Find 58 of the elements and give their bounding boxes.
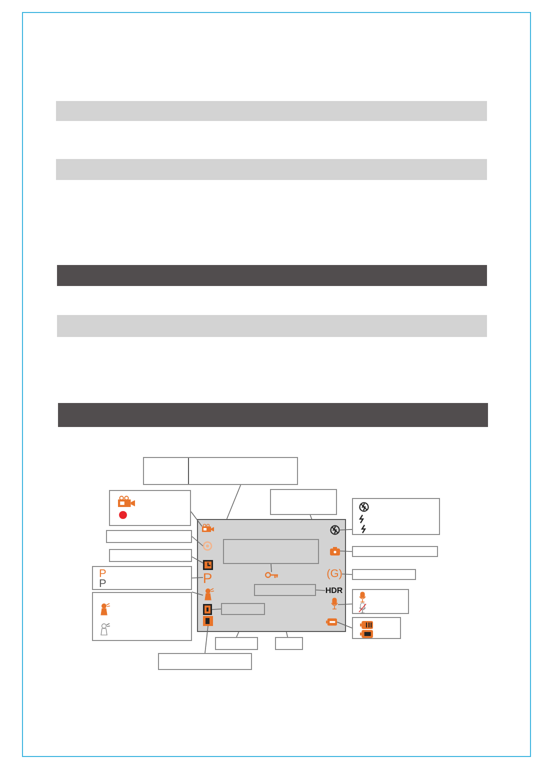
leader-line — [190, 511, 202, 527]
leader-line — [192, 536, 204, 546]
person-icon — [203, 588, 214, 600]
clock-icon — [203, 560, 213, 570]
leader-line — [340, 529, 352, 530]
leader-line — [340, 550, 352, 552]
camera-icon — [330, 546, 340, 556]
leader-line — [226, 484, 242, 520]
leader-line — [192, 592, 204, 596]
square-symbol-icon — [203, 604, 212, 615]
leader-line — [342, 574, 352, 575]
callout-box — [221, 603, 265, 615]
section-bar — [56, 101, 487, 121]
callout-box — [106, 530, 192, 543]
callout-box — [270, 489, 337, 515]
leader-line — [286, 632, 288, 638]
leader-line — [270, 564, 272, 572]
leader-line — [192, 577, 204, 578]
callout-box — [92, 566, 192, 590]
card-icon — [203, 616, 213, 626]
callout-box — [215, 637, 258, 650]
callout-box — [158, 653, 252, 670]
circle-symbol-icon — [203, 541, 212, 551]
section-bar — [56, 159, 487, 180]
status-symbol: P — [203, 571, 212, 584]
callout-box — [109, 549, 192, 562]
status-symbol: (G) — [327, 569, 342, 579]
microphone-icon — [331, 598, 338, 609]
status-symbol: P — [99, 579, 106, 590]
leader-line — [336, 622, 352, 628]
screen-display — [197, 519, 346, 632]
callout-box — [352, 617, 401, 639]
callout-box — [109, 490, 191, 526]
battery-icon — [326, 618, 337, 626]
key-icon — [265, 572, 278, 578]
leader-line — [310, 514, 312, 520]
leader-line — [212, 608, 222, 610]
callout-box — [352, 589, 409, 614]
section-bar — [57, 315, 487, 337]
leader-line — [316, 590, 326, 591]
section-bar — [58, 403, 488, 427]
section-bar — [57, 265, 487, 286]
callout-box — [352, 498, 440, 535]
callout-box — [352, 546, 438, 557]
callout-box — [275, 637, 303, 650]
leader-line — [204, 626, 208, 654]
video-camera-icon — [202, 524, 214, 532]
callout-box — [143, 457, 298, 485]
flash-off-icon — [330, 525, 340, 535]
callout-box — [254, 584, 316, 596]
callout-box — [352, 569, 416, 580]
leader-line — [236, 632, 240, 638]
leader-line — [192, 556, 204, 564]
leader-line — [338, 604, 352, 605]
callout-box — [92, 592, 192, 641]
callout-box — [223, 539, 319, 564]
status-symbol: HDR — [325, 585, 343, 596]
status-symbol: P — [99, 569, 106, 580]
